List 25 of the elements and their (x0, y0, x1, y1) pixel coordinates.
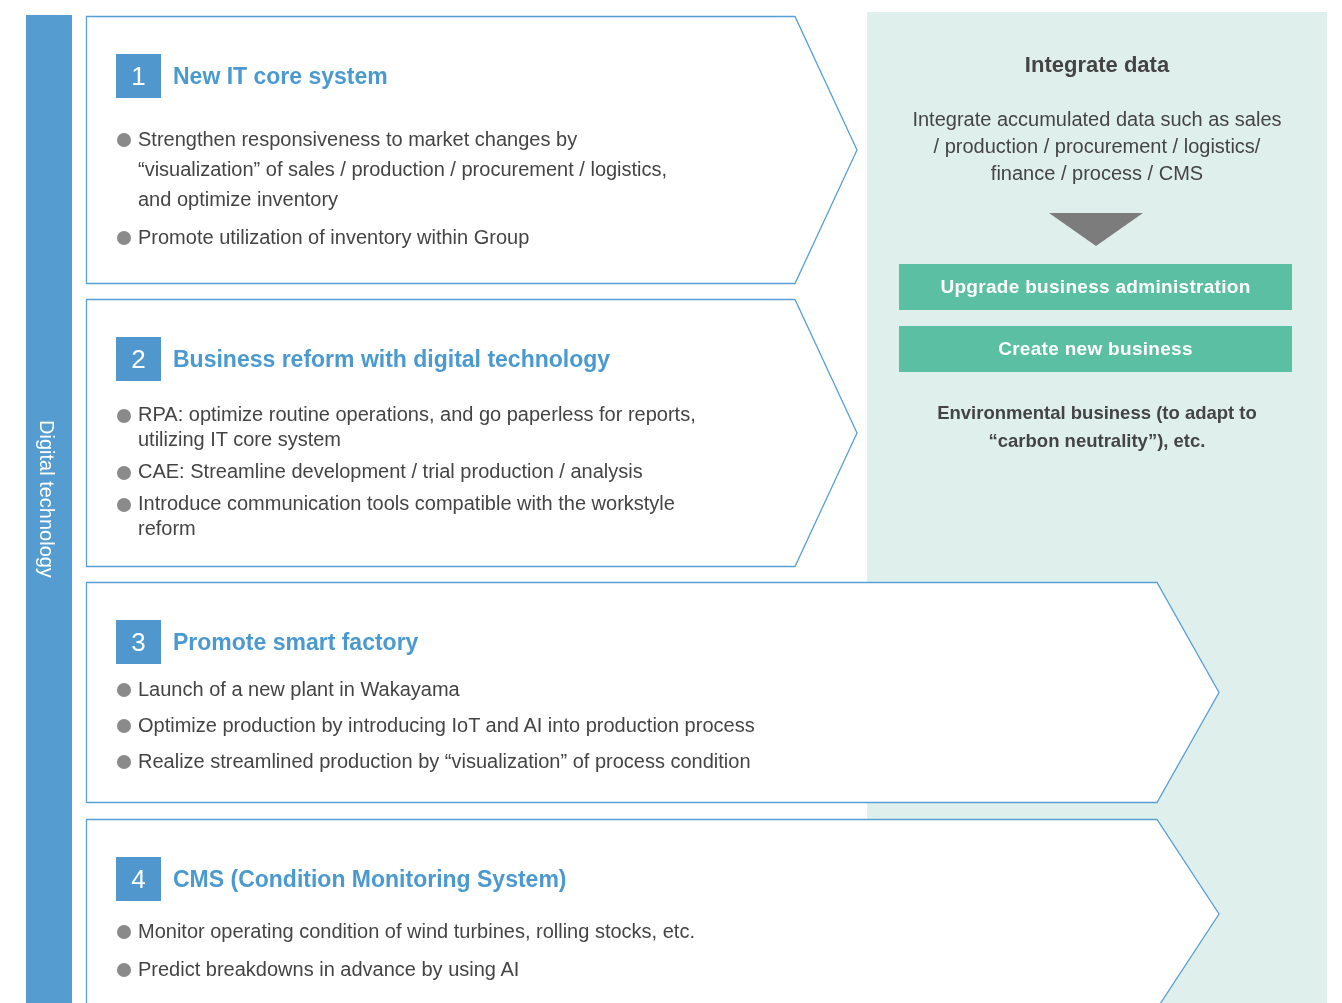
panel-text: Integrate accumulated data such as sales / production / procurement / logistics/ finance / process / CMS (912, 107, 1282, 186)
bullet-text: Realize streamlined production by “visualization” of process condition (138, 749, 752, 774)
action-box: Create new business (899, 326, 1292, 372)
number-badge: 1 (116, 54, 161, 98)
panel-note: Environmental business (to adapt to “carbon neutrality”), etc. (936, 401, 1258, 453)
section-heading: Promote smart factory (173, 629, 419, 656)
bullet-text: Strengthen responsiveness to market changes by “visualization” of sales / production / procurement / logistics, and optimize inventory (138, 127, 669, 212)
bullet-text: RPA: optimize routine operations, and go paperless for reports, utilizing IT core system (138, 402, 697, 452)
bullet-text: Optimize production by introducing IoT and AI into production process (138, 713, 756, 738)
section-heading: New IT core system (173, 63, 388, 90)
section-heading: Business reform with digital technology (173, 346, 611, 373)
bullet-text: Launch of a new plant in Wakayama (138, 677, 461, 702)
number-badge: 2 (116, 337, 161, 381)
number-badge: 4 (116, 857, 161, 901)
side-band (26, 15, 72, 1003)
panel-heading: Integrate data (1023, 52, 1171, 78)
bullet-text: CAE: Streamline development / trial production / analysis (138, 459, 644, 484)
bullet-text: Predict breakdowns in advance by using AI (138, 957, 521, 982)
number-badge: 3 (116, 620, 161, 664)
bullet-text: Introduce communication tools compatible with the workstyle reform (138, 491, 676, 541)
action-box: Upgrade business administration (899, 264, 1292, 310)
bullet-text: Promote utilization of inventory within Group (138, 225, 531, 250)
band-label: Digital technology (35, 420, 58, 578)
section-heading: CMS (Condition Monitoring System) (173, 866, 567, 893)
bullet-text: Monitor operating condition of wind turbines, rolling stocks, etc. (138, 919, 696, 944)
